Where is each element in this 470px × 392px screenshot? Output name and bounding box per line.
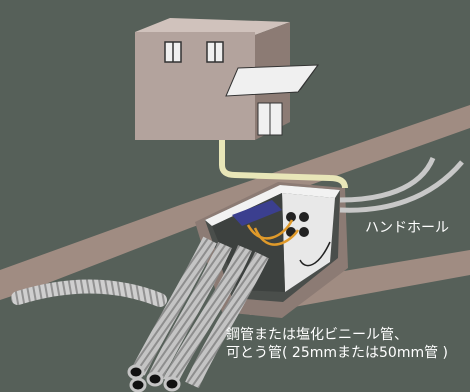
- flexible-conduit-bundle: [11, 236, 269, 392]
- pipe-label: 鋼管または塩化ビニール管、 可とう管( 25mmまたは50mm管 ): [226, 326, 448, 362]
- pipe-label-line1: 鋼管または塩化ビニール管、: [226, 327, 408, 343]
- handhole-label: ハンドホール: [365, 220, 449, 236]
- building-icon: [135, 18, 320, 140]
- connector-icon: [232, 200, 282, 226]
- pipe-label-line2: 可とう管( 25mmまたは50mm管 ): [226, 345, 449, 361]
- conduit-pipe-icon: [339, 156, 464, 213]
- service-line: [219, 140, 348, 189]
